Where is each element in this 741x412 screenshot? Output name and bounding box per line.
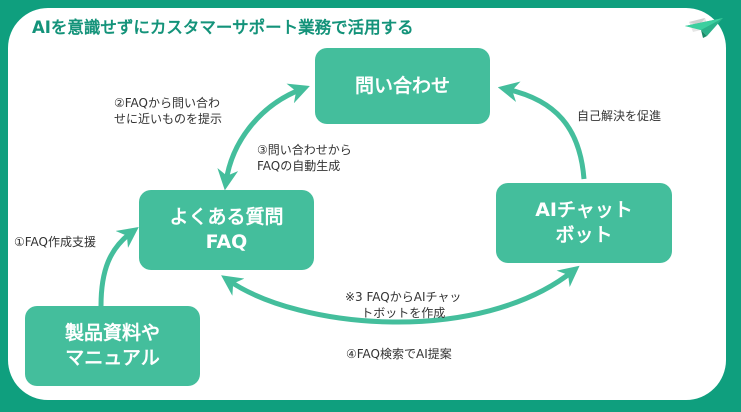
label-step3-line2: FAQの自動生成	[257, 159, 341, 173]
page-title: AIを意識せずにカスタマーサポート業務で活用する	[32, 18, 414, 37]
arrow-manual-to-faq	[98, 227, 139, 307]
node-manual: 製品資料や マニュアル	[25, 306, 200, 386]
label-step2: ②FAQから問い合わ せに近いものを提示	[114, 95, 222, 127]
arrow-inquiry-faq	[217, 83, 310, 191]
node-chatbot-label-line1: AIチャット	[535, 199, 633, 221]
node-faq: よくある質問 FAQ	[139, 190, 314, 270]
node-faq-label-line1: よくある質問	[169, 206, 284, 228]
label-step4: ④FAQ検索でAI提案	[346, 347, 452, 361]
label-step2-line1: ②FAQから問い合わ	[114, 96, 221, 110]
label-note3-line1: ※3 FAQからAIチャッ	[345, 290, 462, 304]
node-manual-label-line1: 製品資料や	[64, 322, 160, 344]
label-self-solve: 自己解決を促進	[577, 109, 662, 123]
node-chatbot: AIチャット ボット	[496, 183, 672, 263]
node-inquiry: 問い合わせ	[315, 48, 490, 124]
arrow-faq-chatbot	[221, 265, 580, 325]
label-note3: ※3 FAQからAIチャッ トボットを作成	[345, 289, 461, 321]
label-step3: ③問い合わせから FAQの自動生成	[257, 142, 352, 174]
label-note3-line2: トボットを作成	[361, 306, 446, 320]
paper-plane-envelope-icon	[685, 18, 723, 38]
arrow-chatbot-to-inquiry	[497, 81, 587, 180]
node-inquiry-label: 問い合わせ	[354, 74, 450, 97]
label-step2-line2: せに近いものを提示	[114, 112, 223, 126]
node-faq-label-line2: FAQ	[205, 231, 248, 253]
node-manual-label-line2: マニュアル	[65, 347, 160, 369]
label-step3-line1: ③問い合わせから	[257, 143, 352, 157]
node-chatbot-label-line2: ボット	[555, 224, 613, 246]
label-step1: ①FAQ作成支援	[14, 235, 97, 249]
